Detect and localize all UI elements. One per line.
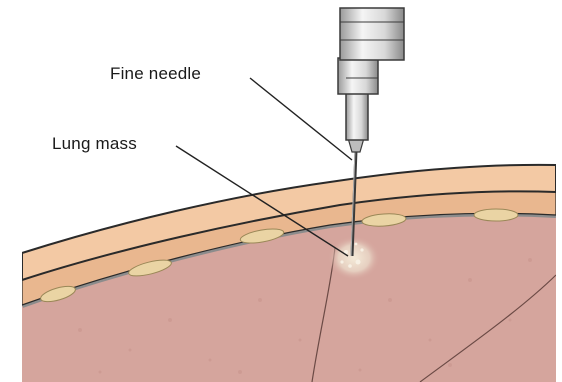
fine-needle-label: Fine needle (110, 64, 201, 84)
syringe (338, 8, 404, 152)
left-margin (0, 0, 22, 382)
rib (474, 209, 518, 221)
lung-mass-label: Lung mass (52, 134, 137, 154)
needle-leader-line (250, 78, 352, 160)
right-margin (556, 0, 562, 382)
